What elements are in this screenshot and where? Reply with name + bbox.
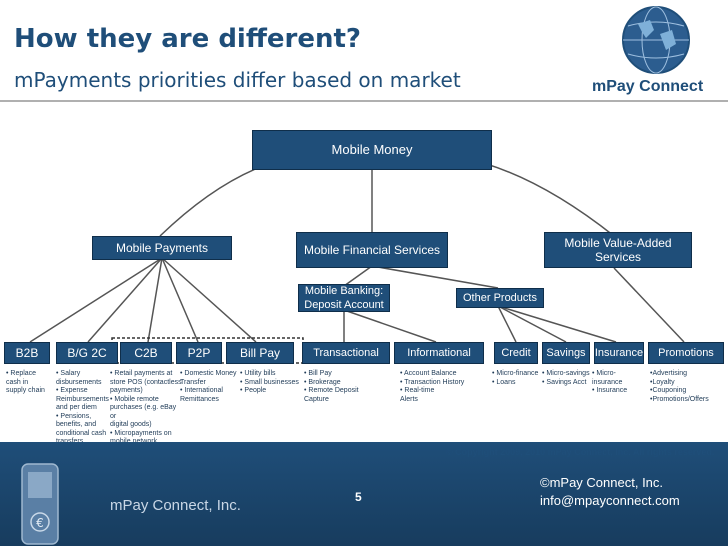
credit-node: Credit [494, 342, 538, 364]
bill-pay-details: • Utility bills • Small businesses • Peo… [240, 370, 299, 394]
footer-email: info@mpayconnect.com [540, 493, 680, 508]
brand-name: mPay Connect [592, 78, 704, 95]
other-products-node: Other Products [456, 288, 544, 308]
promotions-details: •Advertising •Loyalty •Couponing •Promot… [650, 370, 709, 403]
transactional-node: Transactional [302, 342, 390, 364]
svg-text:€: € [36, 516, 44, 530]
savings-node: Savings [542, 342, 590, 364]
globe-logo-icon [622, 6, 690, 74]
informational-details: • Account Balance • Transaction History … [400, 370, 465, 403]
b2b-node: B2B [4, 342, 50, 364]
c2b-node: C2B [120, 342, 172, 364]
mobile-financial-services-node: Mobile Financial Services [296, 232, 448, 268]
mobile-banking-node: Mobile Banking: Deposit Account [298, 284, 390, 312]
b2g2c-node: B/G 2C [56, 342, 118, 364]
slide-subtitle: mPayments priorities differ based on mar… [14, 68, 461, 92]
transactional-details: • Bill Pay • Brokerage • Remote Deposit … [304, 370, 359, 403]
slide-title: How they are different? [14, 24, 362, 54]
mobile-payments-node: Mobile Payments [92, 236, 232, 260]
p2p-node: P2P [176, 342, 222, 364]
insurance-node: Insurance [594, 342, 644, 364]
insurance-details: • Micro-insurance • Insurance [592, 370, 628, 394]
savings-details: • Micro-savings • Savings Acct [542, 370, 590, 386]
mobile-value-added-node: Mobile Value-Added Services [544, 232, 692, 268]
b2g2c-details: • Salary disbursements • Expense Reimbur… [56, 370, 109, 445]
mobile-money-node: Mobile Money [252, 130, 492, 170]
p2p-details: • Domestic Money Transfer • Internationa… [180, 370, 237, 403]
header-divider [0, 100, 728, 102]
footer-copyright: ©mPay Connect, Inc. [540, 475, 664, 490]
footer-company: mPay Connect, Inc. [110, 497, 241, 514]
bill-pay-node: Bill Pay [226, 342, 294, 364]
page-number: 5 [355, 490, 362, 504]
informational-node: Informational [394, 342, 484, 364]
footer-bar: € mPay Connect, Inc. 5 ©mPay Connect, In… [0, 442, 728, 546]
phone-icon: € [21, 463, 59, 545]
copyright-notice: © Copyright 2009, 2010 mPay Connect, Inc… [446, 447, 715, 457]
credit-details: • Micro-finance • Loans [492, 370, 539, 386]
promotions-node: Promotions [648, 342, 724, 364]
b2b-details: • Replace cash in supply chain [6, 370, 45, 394]
